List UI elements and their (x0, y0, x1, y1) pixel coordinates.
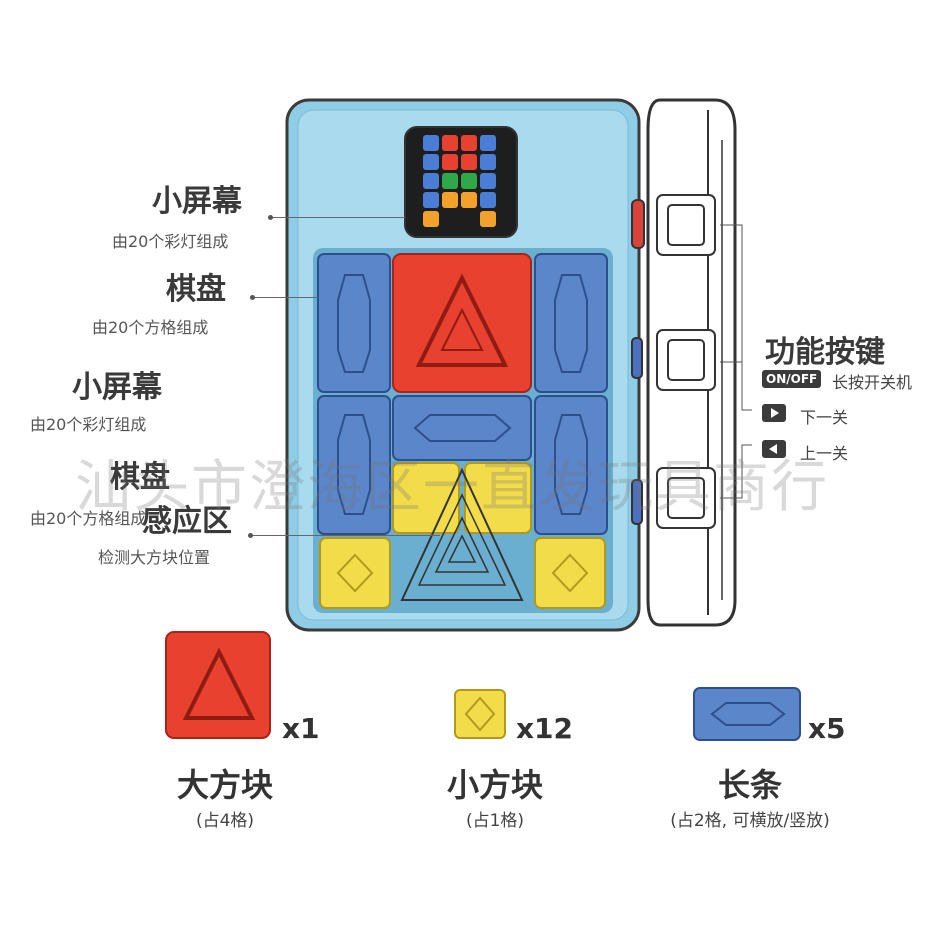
legend-small-block (454, 689, 506, 739)
prev-icon (762, 440, 786, 458)
label-screen-1-sub: 由20个彩灯组成 (112, 232, 229, 251)
led-cell (461, 135, 477, 151)
led-cell (423, 135, 439, 151)
led-cell (480, 154, 496, 170)
small-block-note: (占1格) (465, 811, 525, 831)
led-cell (442, 173, 458, 189)
big-block-count: x1 (282, 712, 320, 745)
led-cell (442, 154, 458, 170)
led-cell (442, 192, 458, 208)
on-off-text: 长按开关机 (832, 373, 913, 392)
label-sensor-sub: 检测大方块位置 (98, 548, 211, 567)
label-board-1-title: 棋盘 (166, 272, 226, 307)
long-bar-count: x5 (808, 712, 846, 745)
label-sensor-title: 感应区 (142, 504, 232, 539)
led-cell (423, 192, 439, 208)
led-cell (423, 173, 439, 189)
legend-long-bar (693, 687, 801, 741)
label-board-2-title: 棋盘 (110, 460, 170, 495)
label-screen-2-title: 小屏幕 (72, 370, 162, 405)
legend-big-block (165, 631, 271, 739)
small-block-name: 小方块 (446, 766, 543, 804)
led-cell (461, 211, 477, 227)
big-red-block (392, 253, 532, 393)
label-screen-2-sub: 由20个彩灯组成 (30, 415, 147, 434)
led-cell (423, 211, 439, 227)
led-cell (480, 173, 496, 189)
device-side-view (646, 98, 737, 627)
next-text: 下一关 (800, 408, 849, 427)
function-keys-title: 功能按键 (765, 335, 885, 370)
led-cell (442, 135, 458, 151)
next-icon (762, 404, 786, 422)
big-block-note: (占4格) (195, 811, 255, 831)
led-cell (442, 211, 458, 227)
long-bar-name: 长条 (717, 766, 782, 804)
small-block-count: x12 (516, 712, 574, 745)
on-off-badge: ON/OFF (762, 370, 822, 388)
prev-text: 上一关 (800, 444, 849, 463)
led-cell (480, 135, 496, 151)
long-bar-note: (占2格, 可横放/竖放) (670, 811, 830, 831)
led-cell (480, 211, 496, 227)
label-board-1-sub: 由20个方格组成 (92, 318, 209, 337)
label-screen-1-title: 小屏幕 (152, 184, 242, 219)
watermark: 汕头市澄海区一直发玩具商行 (75, 455, 829, 520)
power-side-button (631, 199, 645, 249)
led-cell (423, 154, 439, 170)
big-block-name: 大方块 (176, 766, 273, 804)
led-cell (461, 154, 477, 170)
led-cell (480, 192, 496, 208)
led-cell (461, 173, 477, 189)
led-cell (461, 192, 477, 208)
label-board-2-sub: 由20个方格组成 (30, 509, 147, 528)
